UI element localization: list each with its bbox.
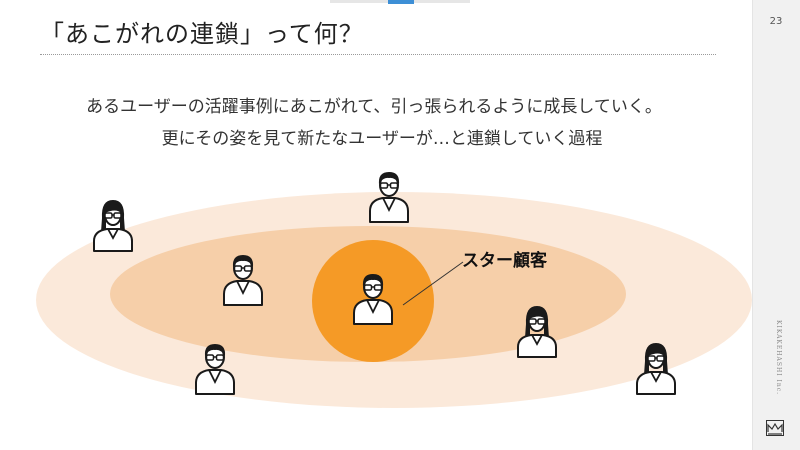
slide-sidebar bbox=[752, 0, 800, 450]
slide: 「あこがれの連鎖」って何？ あるユーザーの活躍事例にあこがれて、引っ張られるよう… bbox=[36, 0, 752, 408]
star-customer-label: スター顧客 bbox=[462, 251, 547, 271]
page-number: 23 bbox=[769, 16, 783, 27]
user-icon bbox=[93, 199, 133, 252]
page-title: 「あこがれの連鎖」って何？ bbox=[40, 20, 364, 48]
top-tab-indicator bbox=[388, 0, 414, 4]
influence-diagram bbox=[36, 171, 752, 408]
star-label-pointer bbox=[402, 261, 464, 306]
company-logo-icon bbox=[766, 420, 784, 436]
lead-text-line-2: 更にその姿を見て新たなユーザーが…と連鎖していく過程 bbox=[161, 129, 603, 149]
company-name: KIKAKEHASHI Inc. bbox=[775, 320, 782, 395]
title-divider bbox=[40, 54, 716, 55]
lead-text-line-1: あるユーザーの活躍事例にあこがれて、引っ張られるように成長していく。 bbox=[86, 97, 662, 117]
